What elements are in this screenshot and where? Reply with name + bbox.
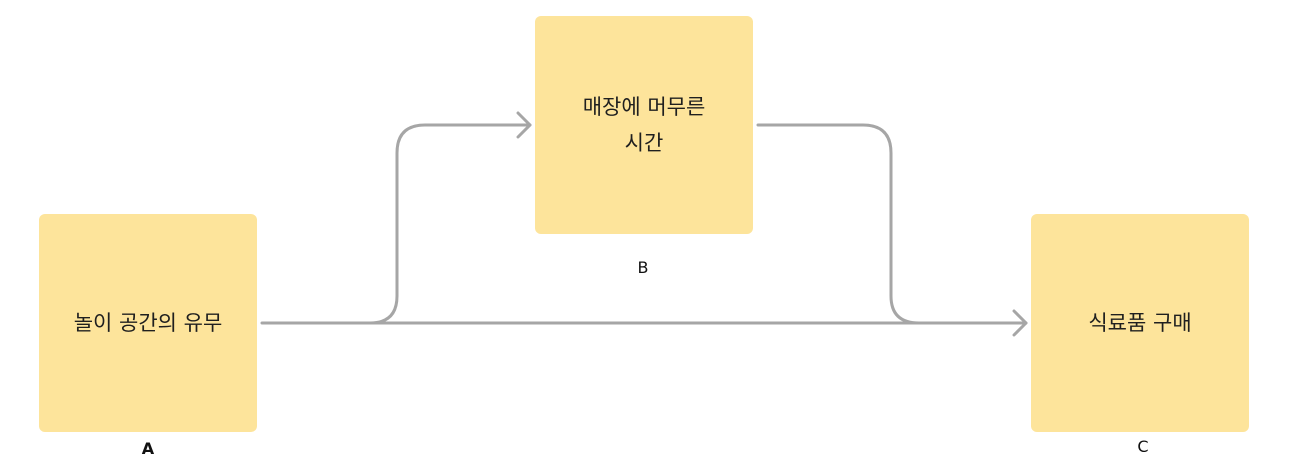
arrowhead-b bbox=[516, 111, 532, 139]
node-c-label: 식료품 구매 bbox=[1088, 311, 1192, 335]
node-b-label: 매장에 머무른 시간 bbox=[582, 95, 706, 155]
node-a-caption: A bbox=[141, 439, 155, 458]
arrow-a-to-b bbox=[368, 123, 532, 325]
arrowhead-c bbox=[1012, 309, 1028, 337]
arrow-b-to-c bbox=[756, 123, 921, 325]
node-b-time-in-store: 매장에 머무른 시간 bbox=[535, 16, 753, 234]
node-a-play-space: 놀이 공간의 유무 bbox=[39, 214, 257, 432]
node-c-caption: C bbox=[1137, 437, 1149, 456]
node-b-caption: B bbox=[637, 258, 649, 277]
node-c-grocery-purchase: 식료품 구매 bbox=[1031, 214, 1249, 432]
node-a-label: 놀이 공간의 유무 bbox=[73, 311, 223, 335]
